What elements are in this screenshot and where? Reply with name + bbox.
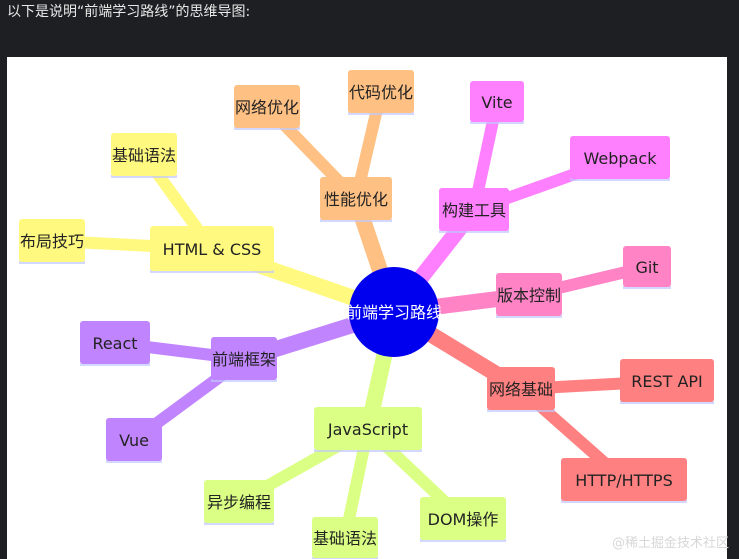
center-node[interactable]: 前端学习路线 [346, 267, 442, 357]
node-box [561, 458, 687, 501]
node-box [620, 359, 714, 402]
node-label: DOM操作 [428, 510, 499, 529]
node-box [314, 407, 422, 450]
node-label: REST API [631, 372, 703, 391]
node-box [211, 337, 277, 380]
node-perf[interactable]: 性能优化 [320, 177, 392, 222]
node-label: 异步编程 [207, 493, 271, 512]
node-underline [80, 363, 150, 366]
node-underline [570, 178, 670, 181]
node-box [150, 226, 274, 271]
node-underline [211, 379, 277, 382]
node-label: 布局技巧 [20, 232, 84, 251]
node-box [420, 497, 506, 540]
mindmap-svg: HTML & CSS基础语法布局技巧性能优化网络优化代码优化构建工具ViteWe… [19, 70, 714, 559]
node-box [312, 517, 378, 558]
node-net-rest[interactable]: REST API [620, 359, 714, 404]
node-box [204, 480, 274, 523]
node-label: Vue [119, 431, 149, 450]
node-label: Git [635, 258, 658, 277]
node-underline [320, 219, 392, 222]
node-box [348, 70, 414, 113]
node-label: Vite [481, 93, 512, 112]
node-underline [623, 286, 671, 289]
node-label: JavaScript [327, 420, 408, 439]
node-underline [150, 270, 274, 273]
header-text: 以下是说明“前端学习路线”的思维导图: [7, 4, 251, 20]
node-underline [204, 522, 274, 525]
node-box [570, 136, 670, 179]
node-label: 基础语法 [313, 529, 377, 548]
node-label: HTTP/HTTPS [575, 471, 672, 490]
node-underline [620, 401, 714, 404]
node-box [439, 188, 509, 231]
node-fw[interactable]: 前端框架 [211, 337, 277, 382]
node-html-layout[interactable]: 布局技巧 [19, 219, 85, 264]
watermark: @稀土掘金技术社区 [611, 536, 729, 551]
node-underline [314, 449, 422, 452]
node-box [623, 246, 671, 287]
node-label: 前端框架 [212, 350, 276, 369]
node-box [320, 177, 392, 220]
node-box [487, 367, 555, 410]
node-label: 构建工具 [442, 201, 506, 220]
node-fw-vue[interactable]: Vue [106, 418, 162, 463]
node-underline [348, 112, 414, 115]
node-underline [496, 315, 562, 318]
center-label: 前端学习路线 [346, 303, 442, 322]
node-underline [420, 539, 506, 542]
nodes-layer: HTML & CSS基础语法布局技巧性能优化网络优化代码优化构建工具ViteWe… [19, 70, 714, 559]
center-circle [349, 267, 439, 357]
node-build-vite[interactable]: Vite [470, 81, 524, 124]
node-box [111, 133, 177, 176]
node-fw-react[interactable]: React [80, 321, 150, 366]
node-build-webpack[interactable]: Webpack [570, 136, 670, 181]
node-label: 网络基础 [489, 380, 553, 399]
node-js-async[interactable]: 异步编程 [204, 480, 274, 525]
node-label: 代码优化 [349, 83, 413, 102]
node-box [19, 219, 85, 262]
node-label: React [92, 334, 137, 353]
node-net-http[interactable]: HTTP/HTTPS [561, 458, 687, 503]
node-vcs[interactable]: 版本控制 [496, 273, 562, 318]
node-vcs-git[interactable]: Git [623, 246, 671, 289]
node-html[interactable]: HTML & CSS [150, 226, 274, 273]
node-label: 性能优化 [324, 190, 388, 209]
node-underline [487, 409, 555, 412]
node-js[interactable]: JavaScript [314, 407, 422, 452]
node-box [234, 85, 300, 128]
node-underline [19, 261, 85, 264]
node-html-basic[interactable]: 基础语法 [111, 133, 177, 178]
node-perf-code[interactable]: 代码优化 [348, 70, 414, 115]
node-underline [561, 500, 687, 503]
node-label: Webpack [584, 149, 658, 168]
node-js-dom[interactable]: DOM操作 [420, 497, 506, 542]
node-label: 版本控制 [497, 286, 561, 305]
node-underline [439, 230, 509, 233]
node-underline [234, 127, 300, 130]
node-box [106, 418, 162, 461]
node-build[interactable]: 构建工具 [439, 188, 509, 233]
node-network[interactable]: 网络基础 [487, 367, 555, 412]
node-js-basic[interactable]: 基础语法 [312, 517, 378, 559]
node-label: 基础语法 [112, 146, 176, 165]
node-label: HTML & CSS [163, 240, 262, 259]
node-underline [470, 121, 524, 124]
node-perf-net[interactable]: 网络优化 [234, 85, 300, 130]
node-label: 网络优化 [235, 98, 299, 117]
node-underline [106, 460, 162, 463]
node-box [496, 273, 562, 316]
node-underline [111, 175, 177, 178]
node-box [80, 321, 150, 364]
node-box [470, 81, 524, 122]
